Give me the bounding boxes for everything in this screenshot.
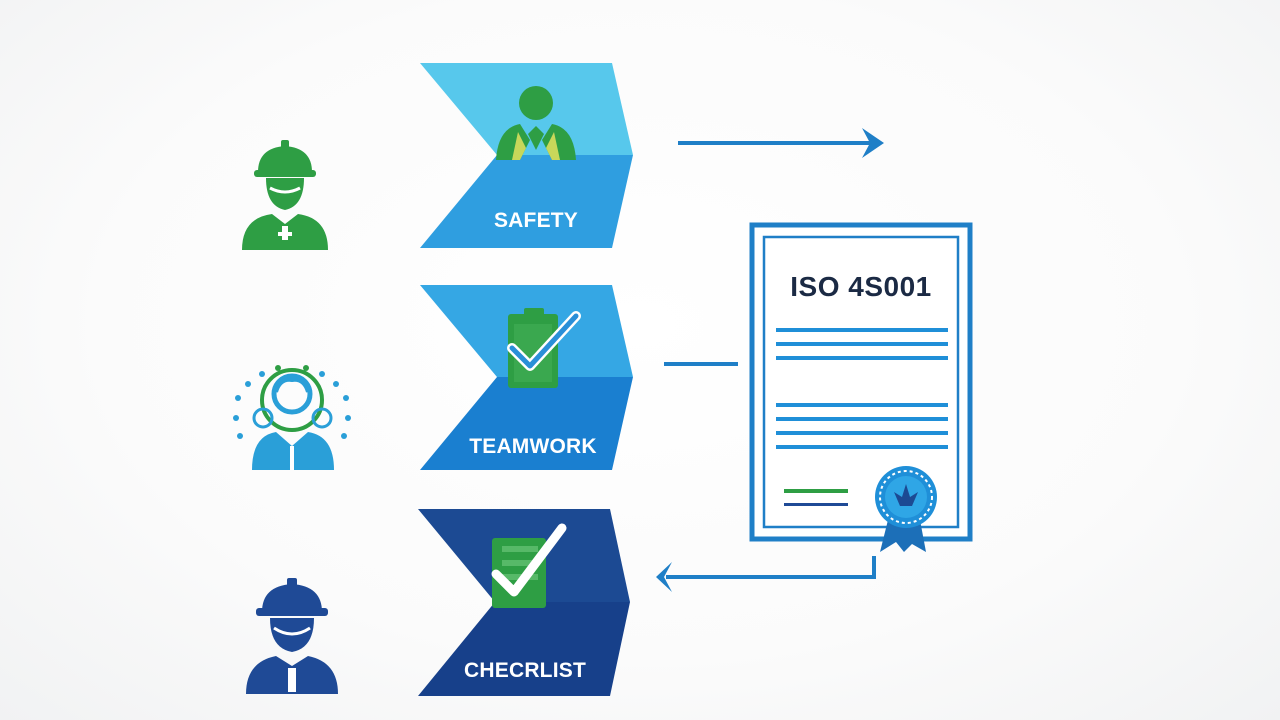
worker-hardhat-icon: [242, 140, 328, 250]
step-safety: SAFETY: [420, 63, 633, 248]
arrow-left: [656, 556, 876, 592]
certificate: ISO 4S001: [749, 222, 973, 552]
certificate-title: ISO 4S001: [790, 271, 931, 302]
arrow-right: [678, 128, 884, 158]
certificate-text-lines: [776, 328, 948, 449]
chevron-bottom: [420, 377, 633, 470]
worker-hardhat-icon: [246, 578, 338, 694]
chevron-bottom: [420, 155, 633, 248]
step-label: TEAMWORK: [469, 435, 597, 458]
clipboard-check-icon: [491, 523, 567, 608]
clipboard-check-icon: [507, 308, 581, 388]
workers-icon: [496, 86, 576, 160]
certificate-seal-icon: [875, 466, 937, 552]
signature-line: [784, 489, 848, 506]
step-teamwork: TEAMWORK: [420, 285, 633, 470]
step-checklist: CHECRLIST: [418, 509, 630, 696]
chevron-bottom: [418, 602, 630, 696]
step-label: CHECRLIST: [464, 659, 586, 682]
team-network-icon: [233, 365, 351, 470]
step-label: SAFETY: [494, 209, 578, 232]
